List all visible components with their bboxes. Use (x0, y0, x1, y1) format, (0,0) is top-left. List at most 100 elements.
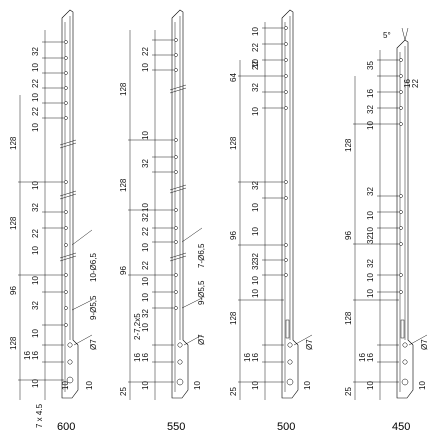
callout-450-0: 5° (383, 31, 391, 40)
dim-600-8: 128 (9, 216, 18, 230)
dim-600-3: 10 (31, 93, 40, 102)
dim-550-6: 32 (141, 213, 150, 222)
dim-500-r0: 10 (303, 381, 312, 390)
callout-600-2: Ø7 (89, 339, 98, 350)
dim-600-7: 10 (31, 181, 40, 190)
dim-500-12: 96 (229, 231, 238, 240)
dim-550-1: 10 (141, 63, 150, 72)
dim-600-15: 10 (31, 329, 40, 338)
dim-550-11: 10 (141, 277, 150, 286)
dim-600-16: 128 (9, 336, 18, 350)
dim-600-13: 10 (31, 276, 40, 285)
length-label-550: 550 (167, 421, 185, 433)
dim-500-9: 10 (251, 203, 260, 212)
dim-550-13: 10 (141, 293, 150, 302)
dim-500-4: 22 (251, 61, 260, 70)
dim-550-19: 10 (141, 381, 150, 390)
dim-450-2: 22 (411, 79, 420, 88)
dim-550-18: 16 (133, 353, 142, 362)
dim-450-15: 128 (344, 311, 353, 325)
callout-550-0: 7-Ø6,5 (197, 243, 206, 268)
dim-500-0: 10 (251, 27, 260, 36)
dim-550-10: 96 (119, 266, 128, 275)
callout-550-2: Ø7 (197, 334, 206, 345)
dim-600-r0: 10 (85, 381, 94, 390)
dim-550-5: 128 (119, 178, 128, 192)
dim-600-12: 96 (9, 286, 18, 295)
dim-450-3: 16 (403, 79, 412, 88)
dim-600-5: 10 (31, 123, 40, 132)
dim-450-4: 32 (366, 105, 375, 114)
dim-550-15: 10 (141, 323, 150, 332)
dim-550-9: 10 (141, 243, 150, 252)
dim-450-7: 32 (366, 187, 375, 196)
dim-450-19: 25 (344, 387, 353, 396)
dim-500-13: 10 (251, 276, 260, 285)
dim-500-7: 32 (251, 181, 260, 190)
dim-450-5: 10 (366, 121, 375, 130)
dim-500-16: 128 (229, 311, 238, 325)
dim-500-14: 32 (251, 261, 260, 270)
callout-550-1: 9-Ø5,5 (197, 280, 206, 305)
length-label-600: 600 (57, 421, 75, 433)
dim-600-18: 16 (23, 351, 32, 360)
dim-500-6: 10 (251, 107, 260, 116)
dim-550-14: 32 (141, 309, 150, 318)
dim-450-6: 128 (344, 138, 353, 152)
dim-600-10: 22 (31, 229, 40, 238)
dim-500-2: 32 (251, 83, 260, 92)
dim-550-17: 16 (141, 353, 150, 362)
dim-600-19: 10 (31, 379, 40, 388)
length-label-500: 500 (277, 421, 295, 433)
dim-500-18: 16 (243, 353, 252, 362)
dim-550-12: 22 (141, 261, 150, 270)
dim-500-15: 10 (251, 289, 260, 298)
dim-450-18: 10 (366, 381, 375, 390)
dim-500-3: 10 (251, 59, 260, 68)
dim-450-17: 16 (358, 353, 367, 362)
dim-500-1: 22 (251, 43, 260, 52)
dim-450-11: 96 (344, 231, 353, 240)
callout-500-0: Ø7 (305, 339, 314, 350)
slide-600: 32 10 22 10 22 10 128 10 128 32 22 10 96… (9, 9, 98, 433)
dim-450-16: 16 (366, 353, 375, 362)
dim-450-12: 10 (366, 273, 375, 282)
dim-450-13: 32 (366, 259, 375, 268)
dim-550-2: 128 (119, 82, 128, 96)
slide-500: 10 22 32 10 22 64 10 32 128 10 32 10 96 … (229, 9, 314, 433)
slide-550: 22 10 128 10 32 128 32 10 22 10 96 10 22… (119, 9, 206, 433)
dim-450-r0: 10 (418, 381, 427, 390)
dim-600-14: 32 (31, 301, 40, 310)
dim-500-10: 32 (251, 253, 260, 262)
dim-500-8: 128 (229, 136, 238, 150)
dim-450-9: 32 (366, 235, 375, 244)
dim-600-11: 10 (31, 246, 40, 255)
dim-500-19: 10 (251, 381, 260, 390)
dim-450-0: 35 (366, 61, 375, 70)
dim-550-r0: 10 (193, 381, 202, 390)
slide-450: 35 16 22 16 32 10 128 32 10 32 10 96 10 … (344, 27, 429, 433)
dim-550-4: 32 (141, 159, 150, 168)
dim-600-r1: 10 (61, 381, 70, 390)
dim-600-0: 32 (31, 47, 40, 56)
dim-500-11: 10 (251, 227, 260, 236)
dim-550-0: 22 (141, 47, 150, 56)
dim-600-4: 22 (31, 107, 40, 116)
dim-550-7: 10 (141, 203, 150, 212)
dim-550-3: 10 (141, 131, 150, 140)
dim-450-1: 16 (366, 89, 375, 98)
dim-600-2: 22 (31, 79, 40, 88)
dim-500-5: 64 (229, 73, 238, 82)
dim-550-8: 22 (141, 227, 150, 236)
dim-500-20: 25 (229, 387, 238, 396)
callout-600-0: 10-Ø6,5 (89, 253, 98, 282)
dim-450-14: 10 (366, 289, 375, 298)
dim-600-9: 32 (31, 203, 40, 212)
dim-600-6: 128 (9, 136, 18, 150)
callout-450-1: Ø7 (420, 339, 429, 350)
callout-600-1: 9-Ø5,5 (89, 295, 98, 320)
dim-500-17: 16 (251, 353, 260, 362)
dim-550-16: 2-7,2x5 (133, 313, 142, 340)
dim-550-20: 25 (119, 387, 128, 396)
